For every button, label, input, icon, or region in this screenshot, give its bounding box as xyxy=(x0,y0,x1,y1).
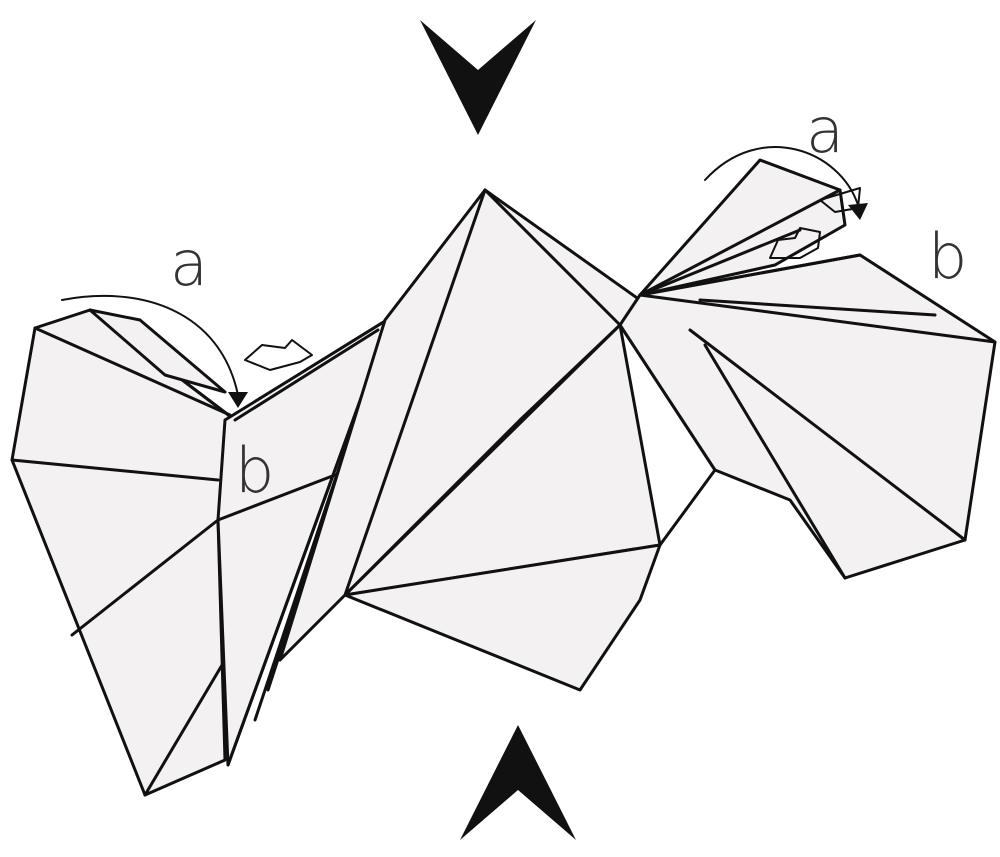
right-label-a: a xyxy=(806,94,844,167)
push-up-arrow-icon xyxy=(460,725,576,840)
push-down-arrow-icon xyxy=(420,20,536,135)
right-fan-outline xyxy=(620,255,995,578)
left-label-a: a xyxy=(170,227,208,300)
right-label-b: b xyxy=(928,220,967,293)
left-fold-mark xyxy=(245,340,312,370)
left-fan-section xyxy=(12,310,235,795)
left-label-b: b xyxy=(235,434,274,507)
